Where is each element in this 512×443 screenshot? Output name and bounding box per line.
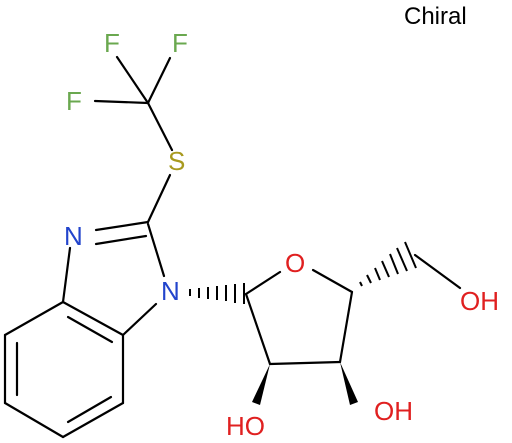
c4-hashed-bond bbox=[359, 241, 417, 287]
atom-o-ring: O bbox=[285, 248, 305, 278]
atom-f3: F bbox=[66, 86, 82, 116]
chiral-label: Chiral bbox=[404, 3, 467, 30]
c3-wedge-bond bbox=[340, 362, 358, 405]
benzene-ring bbox=[3, 300, 125, 439]
atom-f2: F bbox=[172, 28, 188, 58]
c2-wedge-bond bbox=[252, 364, 270, 405]
atom-s: S bbox=[168, 146, 185, 176]
ch2-oh-bond bbox=[413, 253, 462, 290]
imidazole-ring bbox=[61, 220, 166, 337]
trifluoromethylthio-group bbox=[93, 55, 174, 224]
atom-f1: F bbox=[104, 28, 120, 58]
atom-n-ring: N bbox=[161, 276, 180, 306]
atom-oh-bottom: OH bbox=[374, 396, 413, 426]
glycosidic-hashed-bond bbox=[189, 283, 245, 304]
atom-oh-top: OH bbox=[460, 286, 499, 316]
ribose-ring bbox=[244, 268, 354, 366]
atom-ho-left: HO bbox=[226, 411, 265, 441]
atom-n-imine: N bbox=[64, 221, 83, 251]
